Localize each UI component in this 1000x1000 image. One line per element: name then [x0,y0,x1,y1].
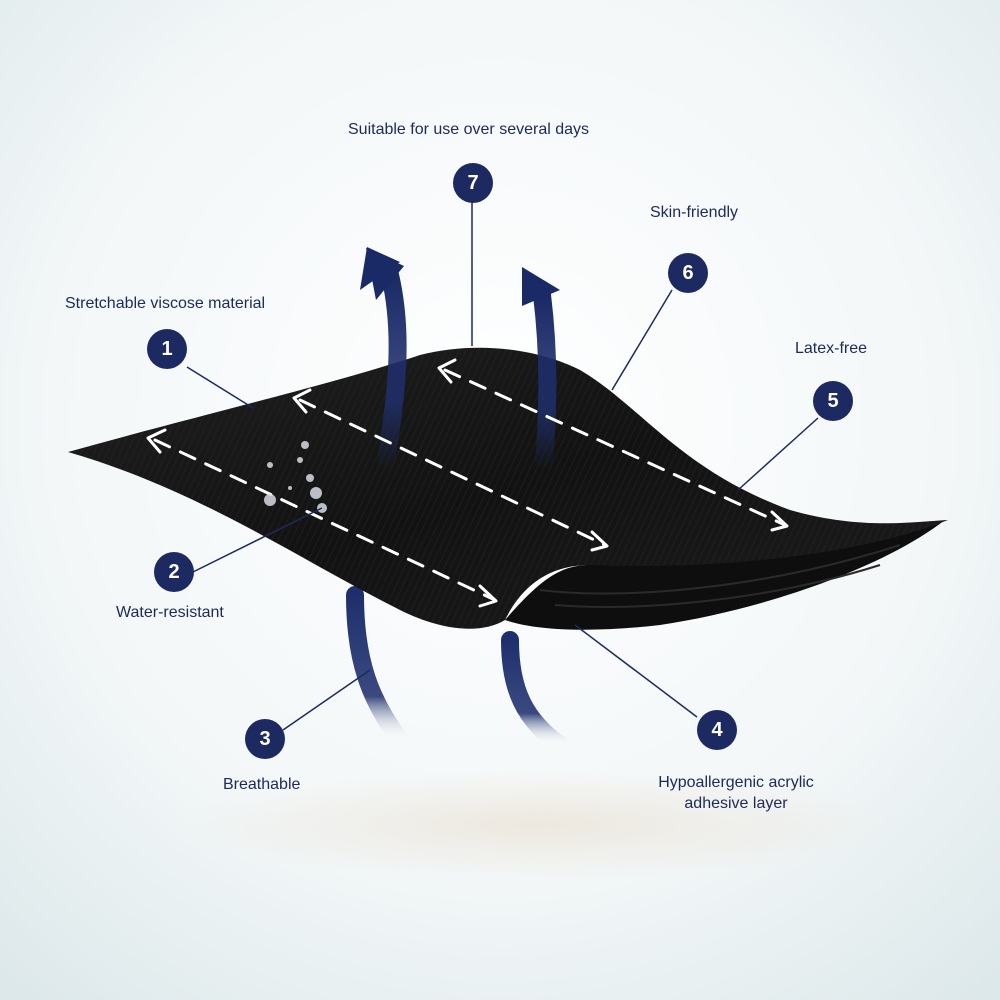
skin-friendly-arrow-left [376,266,407,479]
leader-lines [186,202,819,731]
label-several-days: Suitable for use over several days [348,121,590,138]
label-hypoallergenic-line2: adhesive layer [684,795,788,812]
breathable-arrow-left [346,586,409,749]
badge-6: 6 [668,253,708,293]
badge-4: 4 [697,710,737,750]
arrow-head-right [522,267,560,306]
label-stretchable: Stretchable viscose material [65,295,266,312]
label-hypoallergenic-line1: Hypoallergenic acrylic [658,774,814,791]
badge-1: 1 [147,329,187,369]
badge-3: 3 [245,719,285,759]
label-water-resistant: Water-resistant [116,604,224,621]
water-droplets [264,441,327,513]
badge-5: 5 [813,381,853,421]
stretch-arrow-heads [146,358,789,608]
badge-2: 2 [154,552,194,592]
label-skin-friendly: Skin-friendly [650,204,739,221]
breathable-arrow-right [501,631,569,754]
label-breathable: Breathable [223,776,301,793]
adhesive-underside [505,520,945,630]
label-latex-free: Latex-free [795,340,868,357]
badge-7: 7 [453,163,493,203]
label-hypoallergenic: Hypoallergenic acrylic adhesive layer [658,772,814,814]
skin-friendly-arrow-right [533,286,557,479]
stretch-arrows [153,368,787,602]
